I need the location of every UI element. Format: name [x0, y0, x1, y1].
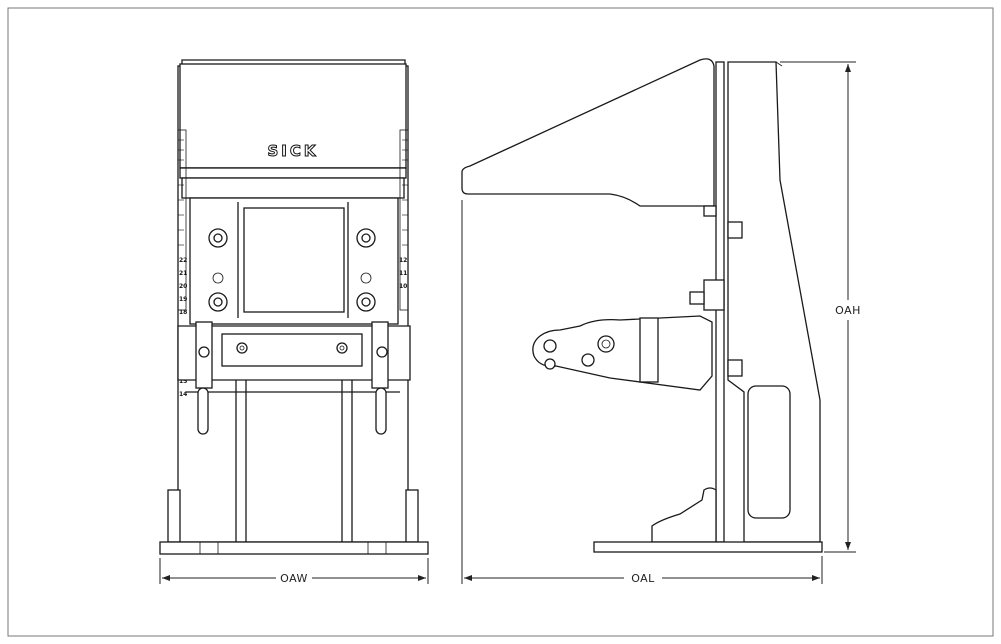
- column-cutout: [747, 385, 791, 519]
- left-slot: [197, 387, 209, 435]
- scale-label-21: 21: [179, 270, 187, 277]
- scale-label-20: 20: [179, 283, 187, 290]
- scale-label-10: 10: [399, 283, 407, 290]
- clamp-bar: [221, 333, 363, 367]
- scale-label-19: 19: [179, 296, 187, 303]
- scale-label-22: 22: [179, 257, 187, 264]
- center-window: [243, 207, 345, 313]
- mounting-bolts: [208, 228, 376, 312]
- gusset: [651, 487, 717, 543]
- right-slot: [375, 387, 387, 435]
- dimension-oal: OAL: [631, 572, 655, 585]
- scale-label-15: 15: [179, 378, 187, 385]
- dimension-oah: OAH: [835, 304, 861, 317]
- scale-label-12: 12: [399, 257, 407, 264]
- brand-logo: SICK: [267, 142, 318, 160]
- front-view: SICK 22 21 20 19 18 12 11 10 15 14: [159, 59, 429, 585]
- side-base-plate: [593, 541, 823, 553]
- hood-side: [461, 58, 715, 207]
- hood-lip: [179, 167, 407, 179]
- drawing-border: [7, 7, 994, 637]
- support-legs: [235, 380, 353, 542]
- bracket-arm: [532, 315, 713, 391]
- side-view: OAH OAL: [461, 58, 861, 585]
- sensor-hood: [179, 63, 407, 169]
- right-scale-strip: [399, 129, 409, 311]
- left-scale-strip: [177, 129, 187, 311]
- scale-label-11: 11: [399, 270, 407, 277]
- front-base-plate: [159, 541, 429, 555]
- dimension-oaw: OAW: [280, 572, 308, 585]
- hood-lower-band: [181, 177, 405, 199]
- scale-label-14: 14: [179, 391, 187, 398]
- scale-label-18: 18: [179, 309, 187, 316]
